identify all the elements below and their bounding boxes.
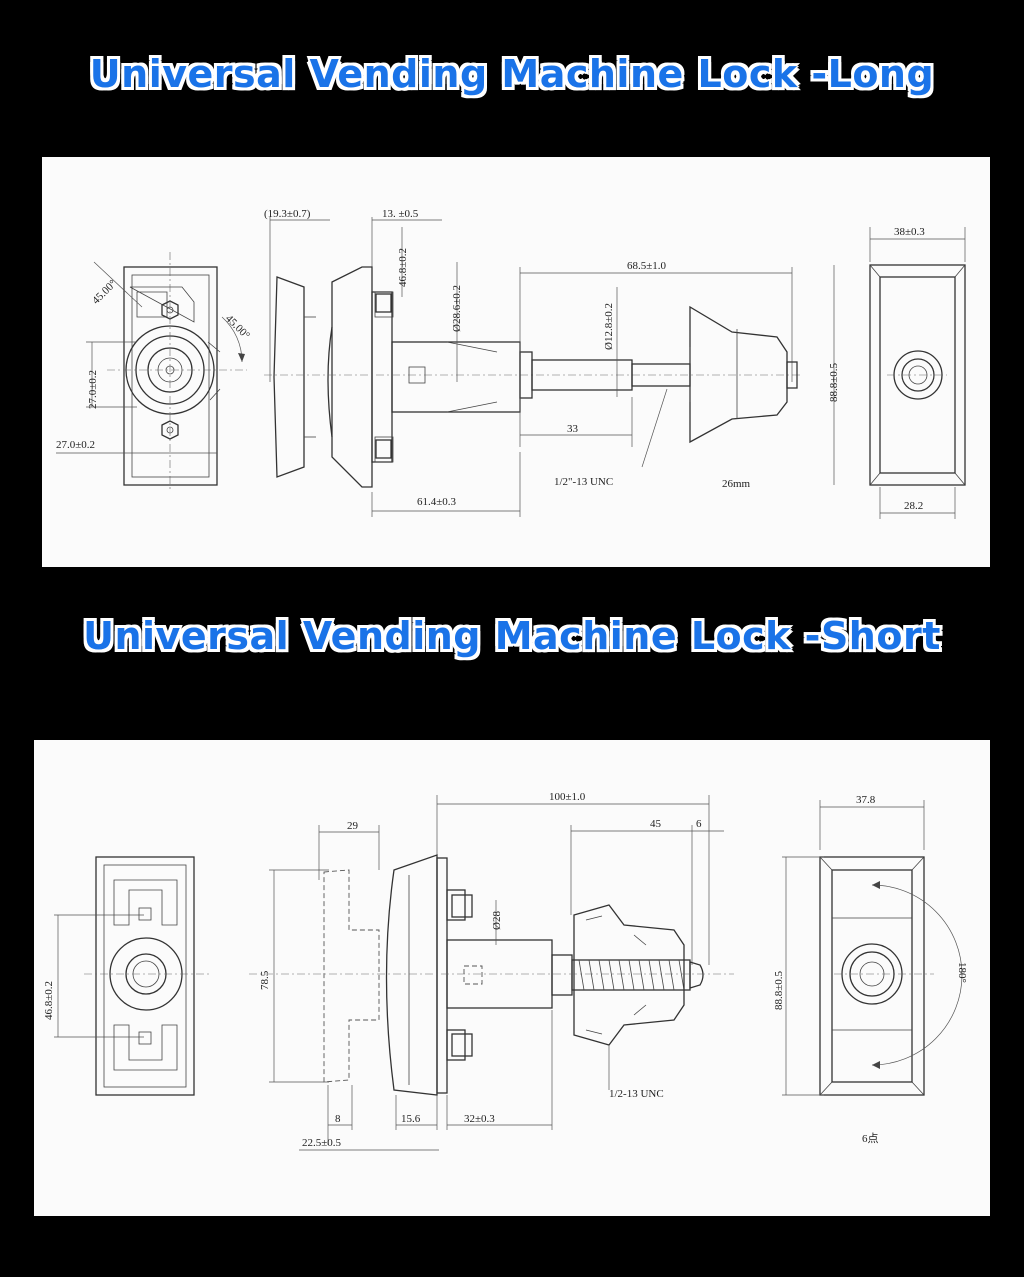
long-dim-33: 33 xyxy=(567,423,579,435)
short-dim-22-5: 22.5±0.5 xyxy=(302,1137,342,1149)
short-lock-drawing-panel: 46.8±0.2 100±1.0 45 6 29 78.5 xyxy=(34,740,990,1216)
long-lock-drawing-panel: 45.00° 45.00° 27.0±0.2 27.0±0.2 (19.3±0.… xyxy=(42,157,990,567)
short-thread-label: 1/2-13 UNC xyxy=(609,1088,664,1100)
short-dim-37-8: 37.8 xyxy=(856,794,876,806)
long-lock-heading: Universal Vending Machine Lock -Long xyxy=(89,52,935,96)
short-dim-46-8: 46.8±0.2 xyxy=(43,981,55,1020)
long-side-view: (19.3±0.7) 13. ±0.5 46.8±0.2 Ø28.6±0.2 xyxy=(264,208,802,517)
short-dim-8: 8 xyxy=(335,1113,341,1125)
long-front-view: 45.00° 45.00° 27.0±0.2 27.0±0.2 xyxy=(56,252,252,492)
short-rear-view: 180° 37.8 88.8±0.5 6点 xyxy=(773,794,968,1145)
short-dim-15-6: 15.6 xyxy=(401,1113,421,1125)
short-lock-drawing: 46.8±0.2 100±1.0 45 6 29 78.5 xyxy=(43,791,968,1151)
long-angle-label-2: 45.00° xyxy=(223,313,252,342)
long-dim-68-5: 68.5±1.0 xyxy=(627,260,667,272)
long-thread-label: 1/2"-13 UNC xyxy=(554,476,613,488)
long-rear-view: 38±0.3 88.8±0.5 28.2 xyxy=(828,226,966,519)
long-dim-88-8: 88.8±0.5 xyxy=(828,362,840,402)
long-angle-label-1: 45.00° xyxy=(90,278,119,307)
long-dim-13: 13. ±0.5 xyxy=(382,208,419,220)
short-lock-heading: Universal Vending Machine Lock -Short xyxy=(83,614,941,658)
long-dim-19-3: (19.3±0.7) xyxy=(264,208,311,220)
long-lock-drawing: 45.00° 45.00° 27.0±0.2 27.0±0.2 (19.3±0.… xyxy=(56,208,966,519)
long-dim-38: 38±0.3 xyxy=(894,226,925,238)
short-dim-88-8: 88.8±0.5 xyxy=(773,970,785,1010)
long-dim-46-8: 46.8±0.2 xyxy=(397,248,409,287)
short-dim-32: 32±0.3 xyxy=(464,1113,495,1125)
short-note-6: 6点 xyxy=(862,1132,879,1145)
short-dim-45: 45 xyxy=(650,818,662,830)
short-dim-78-5: 78.5 xyxy=(259,970,271,990)
short-dim-6: 6 xyxy=(696,818,702,830)
long-dim-27-horizontal: 27.0±0.2 xyxy=(56,439,95,451)
long-dim-61-4: 61.4±0.3 xyxy=(417,496,457,508)
long-dim-28-2: 28.2 xyxy=(904,500,923,512)
long-dim-12-8: Ø12.8±0.2 xyxy=(603,303,615,350)
short-front-view: 46.8±0.2 xyxy=(43,856,209,1096)
short-side-view: 100±1.0 45 6 29 78.5 Ø28 xyxy=(249,791,734,1151)
long-dim-26mm: 26mm xyxy=(722,478,751,490)
short-dim-100: 100±1.0 xyxy=(549,791,586,803)
short-dim-29: 29 xyxy=(347,820,359,832)
long-dim-27-vertical: 27.0±0.2 xyxy=(87,370,99,409)
long-dim-28-6: Ø28.6±0.2 xyxy=(451,285,463,332)
short-angle-180: 180° xyxy=(956,962,968,983)
short-dim-28: Ø28 xyxy=(491,911,503,930)
